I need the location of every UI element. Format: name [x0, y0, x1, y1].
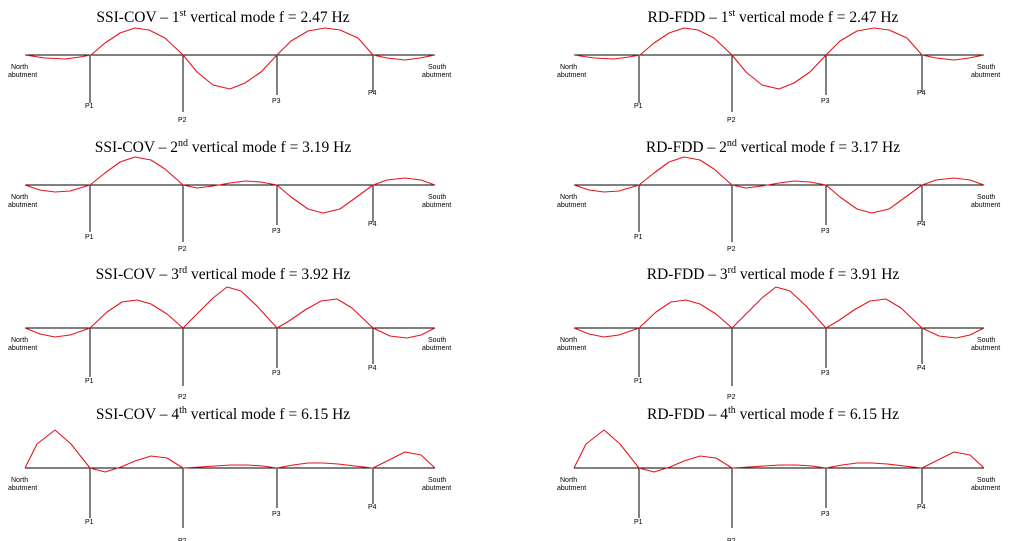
mode-shape-curve: [24, 27, 436, 90]
mode-panel-5: SSI-COV – 3rd vertical mode f = 3.92 Hz P…: [8, 265, 451, 401]
panel-title-ordinal-suffix: nd: [178, 138, 188, 149]
pier-label: P4: [368, 90, 377, 97]
pier-label: P2: [178, 246, 187, 253]
mode-panel-4: RD-FDD – 2nd vertical mode f = 3.17 Hz P1…: [557, 138, 1000, 253]
panel-title: SSI-COV – 3rd vertical mode f = 3.92 Hz: [96, 265, 351, 283]
panel-title: RD-FDD – 1st vertical mode f = 2.47 Hz: [648, 8, 899, 26]
panel-title-ordinal-suffix: th: [179, 405, 187, 416]
pier-label: P2: [727, 538, 736, 541]
panel-title-method: RD-FDD – 1: [648, 9, 729, 26]
mode-shape-curve: [573, 27, 985, 90]
pier-label: P3: [821, 370, 830, 377]
panel-title-ordinal-suffix: st: [180, 8, 187, 19]
pier-label: P1: [85, 234, 94, 241]
pier-label: P4: [917, 504, 926, 511]
pier-label: P3: [272, 98, 281, 105]
panel-title-method: RD-FDD – 2: [646, 139, 727, 156]
mode-panel-6: RD-FDD – 3rd vertical mode f = 3.91 Hz P1…: [557, 265, 1000, 401]
mode-shape-curve: [573, 156, 985, 214]
panel-title-method: RD-FDD – 4: [647, 406, 728, 423]
pier-label: P1: [85, 103, 94, 110]
panel-title: RD-FDD – 2nd vertical mode f = 3.17 Hz: [646, 138, 900, 156]
pier-label: P4: [917, 365, 926, 372]
mode-panel-7: SSI-COV – 4th vertical mode f = 6.15 Hz P…: [8, 405, 451, 541]
pier-label: P4: [368, 504, 377, 511]
panel-title-ordinal-suffix: rd: [179, 265, 187, 276]
pier-label: P3: [821, 228, 830, 235]
pier-label: P2: [178, 394, 187, 401]
panel-title: SSI-COV – 4th vertical mode f = 6.15 Hz: [96, 405, 350, 423]
panel-title-method: SSI-COV – 2: [95, 139, 178, 156]
panel-title-method: RD-FDD – 3: [647, 266, 728, 283]
panel-title-mode: vertical mode f = 3.91 Hz: [736, 266, 899, 283]
panel-title-method: SSI-COV – 3: [96, 266, 180, 283]
panel-title-mode: vertical mode f = 2.47 Hz: [186, 9, 349, 26]
pier-label: P1: [85, 519, 94, 526]
mode-shape-curve: [573, 286, 985, 339]
panel-title-mode: vertical mode f = 6.15 Hz: [187, 406, 350, 423]
mode-shape-curve: [24, 286, 436, 339]
panel-title-method: SSI-COV – 4: [96, 406, 180, 423]
mode-shape-curve: [24, 156, 436, 214]
mode-panel-3: SSI-COV – 2nd vertical mode f = 3.19 Hz P…: [8, 138, 451, 253]
pier-label: P2: [727, 246, 736, 253]
pier-label: P4: [368, 221, 377, 228]
panel-title: SSI-COV – 2nd vertical mode f = 3.19 Hz: [95, 138, 352, 156]
panel-title-mode: vertical mode f = 3.19 Hz: [188, 139, 351, 156]
pier-label: P1: [634, 378, 643, 385]
pier-label: P2: [178, 538, 187, 541]
mode-shape-curve: [24, 429, 436, 473]
panel-title-ordinal-suffix: th: [728, 405, 736, 416]
pier-label: P1: [85, 378, 94, 385]
pier-label: P3: [272, 370, 281, 377]
pier-label: P4: [917, 221, 926, 228]
pier-label: P3: [821, 98, 830, 105]
mode-shape-curve: [573, 429, 985, 473]
panel-title-mode: vertical mode f = 6.15 Hz: [736, 406, 899, 423]
panel-title: RD-FDD – 3rd vertical mode f = 3.91 Hz: [647, 265, 900, 283]
pier-label: P2: [727, 394, 736, 401]
pier-label: P4: [917, 90, 926, 97]
mode-panel-8: RD-FDD – 4th vertical mode f = 6.15 Hz P1…: [557, 405, 1000, 541]
pier-label: P1: [634, 103, 643, 110]
panel-title-mode: vertical mode f = 3.92 Hz: [187, 266, 350, 283]
panel-title: SSI-COV – 1st vertical mode f = 2.47 Hz: [96, 8, 349, 26]
pier-label: P3: [272, 511, 281, 518]
panel-title-mode: vertical mode f = 3.17 Hz: [737, 139, 900, 156]
pier-label: P1: [634, 234, 643, 241]
panel-title-ordinal-suffix: st: [729, 8, 736, 19]
pier-label: P2: [727, 117, 736, 124]
pier-label: P2: [178, 117, 187, 124]
panel-title: RD-FDD – 4th vertical mode f = 6.15 Hz: [647, 405, 899, 423]
mode-panel-1: SSI-COV – 1st vertical mode f = 2.47 Hz P…: [8, 8, 451, 124]
panel-title-method: SSI-COV – 1: [96, 9, 179, 26]
pier-label: P4: [368, 365, 377, 372]
panel-title-mode: vertical mode f = 2.47 Hz: [735, 9, 898, 26]
mode-panel-2: RD-FDD – 1st vertical mode f = 2.47 Hz P1…: [557, 8, 1000, 124]
panel-title-ordinal-suffix: nd: [727, 138, 737, 149]
pier-label: P3: [272, 228, 281, 235]
pier-label: P3: [821, 511, 830, 518]
pier-label: P1: [634, 519, 643, 526]
panel-title-ordinal-suffix: rd: [728, 265, 736, 276]
